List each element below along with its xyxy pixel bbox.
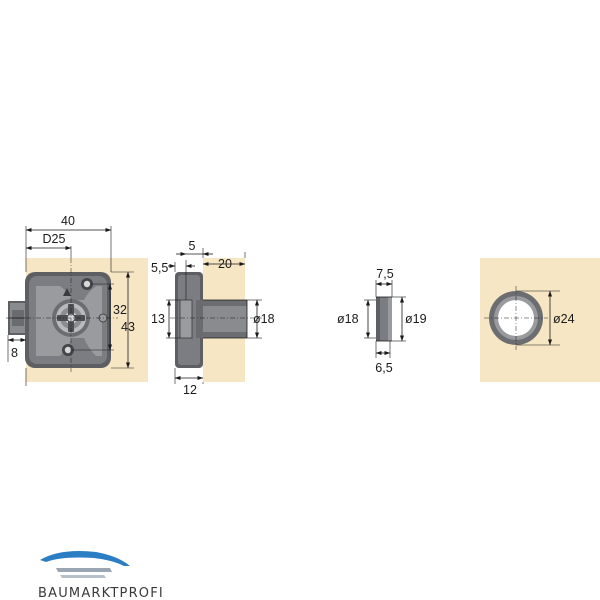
dim-sleeve-dia19: ø19	[405, 312, 427, 326]
sleeve-part	[376, 296, 392, 342]
brand-logo: BAUMARKTPROFI	[38, 551, 164, 600]
dim-sleeve-7-5: 7,5	[376, 267, 393, 281]
dim-height-43: 43	[121, 320, 135, 334]
lock-body-front	[25, 272, 111, 368]
dim-width-40: 40	[61, 214, 75, 228]
sleeve-view: 7,5 ø18 ø19 6,5	[337, 267, 427, 375]
screw-hole-top	[81, 278, 93, 290]
dim-height-32: 32	[113, 303, 127, 317]
dim-side-dia18: ø18	[253, 312, 275, 326]
dim-side-12: 12	[183, 383, 197, 397]
dim-side-13: 13	[151, 312, 165, 326]
brand-name: BAUMARKTPROFI	[38, 586, 164, 600]
triangle-mark-icon	[63, 288, 71, 296]
dim-side-5-5: 5,5	[151, 261, 168, 275]
front-view: 40 D25 32 43 8	[6, 214, 148, 386]
hole-view: ø24	[480, 258, 600, 382]
lock-body-side	[175, 272, 248, 368]
dim-side-5: 5	[189, 239, 196, 253]
dim-side-20: 20	[218, 257, 232, 271]
dim-sleeve-6-5: 6,5	[375, 361, 392, 375]
dim-backset-d25: D25	[43, 232, 66, 246]
dim-sleeve-dia18: ø18	[337, 312, 359, 326]
car-roof-swoosh-icon	[40, 551, 130, 578]
dim-hole-dia24: ø24	[553, 312, 575, 326]
dim-bolt-8: 8	[11, 346, 18, 360]
side-view: 5,5 5 20 13 ø18 12	[151, 239, 275, 397]
